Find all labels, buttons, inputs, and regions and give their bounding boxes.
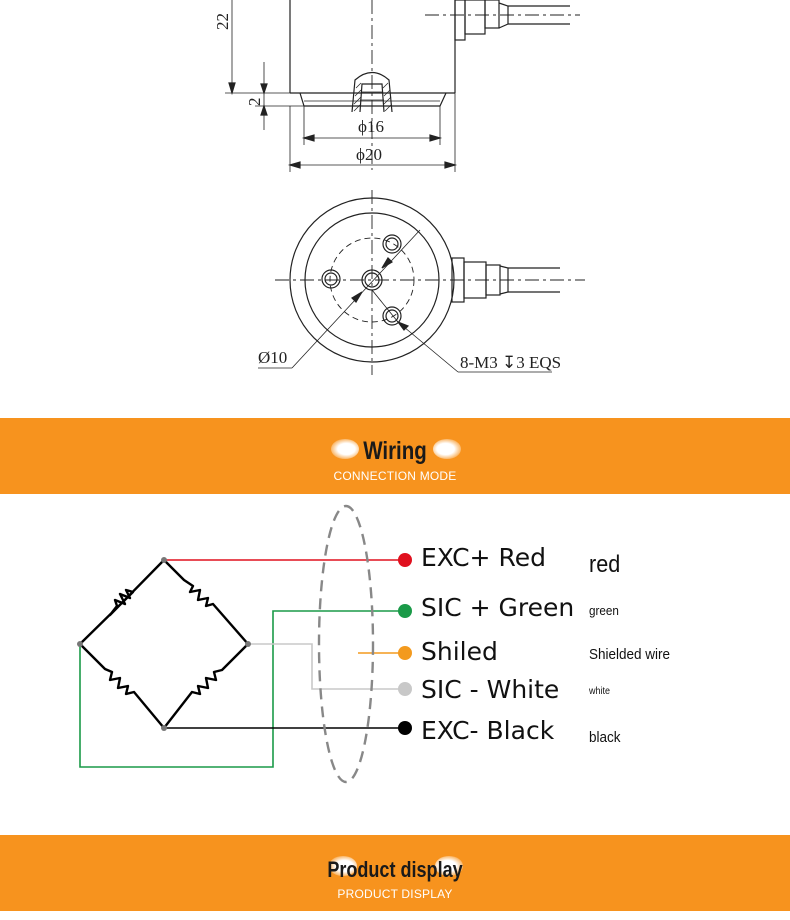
wiring-diagram bbox=[0, 494, 790, 838]
product-banner: Product display PRODUCT DISPLAY bbox=[0, 835, 790, 911]
wire-label-white: SIC - White bbox=[421, 675, 560, 704]
wiring-title: Wiring bbox=[363, 437, 427, 465]
wiring-banner: Wiring CONNECTION MODE bbox=[0, 418, 790, 494]
petal-left-icon bbox=[329, 856, 357, 876]
wire-note-shield: Shielded wire bbox=[589, 646, 671, 663]
dim-height-22: 22 bbox=[213, 13, 232, 30]
terminal-black bbox=[398, 721, 412, 735]
dim-dia-10: Ø10 bbox=[258, 348, 287, 367]
wire-note-red: red bbox=[589, 551, 621, 578]
petal-left-icon bbox=[331, 439, 359, 459]
terminal-green bbox=[398, 604, 412, 618]
terminal-red bbox=[398, 553, 412, 567]
wire-note-white: white bbox=[589, 686, 611, 697]
wire-note-green: green bbox=[589, 603, 619, 618]
wire-white bbox=[248, 643, 405, 690]
wiring-subtitle: CONNECTION MODE bbox=[333, 469, 457, 483]
dim-dia-16: ϕ16 bbox=[358, 117, 384, 136]
terminal-white bbox=[398, 682, 412, 696]
terminal-shield bbox=[398, 646, 412, 660]
wire-label-shield: Shiled bbox=[421, 637, 498, 666]
product-title: Product display bbox=[327, 857, 463, 882]
wire-label-red: EXC+ Red bbox=[421, 543, 546, 572]
product-subtitle: PRODUCT DISPLAY bbox=[337, 887, 453, 901]
wire-label-black: EXC- Black bbox=[421, 716, 555, 745]
dim-thread: 8-M3 ↧3 EQS bbox=[460, 353, 561, 372]
wire-label-green: SIC + Green bbox=[421, 593, 575, 622]
wire-note-black: black bbox=[589, 729, 621, 746]
technical-drawing: 22 2 ϕ16 ϕ20 Ø10 8-M3 ↧3 EQS bbox=[0, 0, 790, 422]
cable-bundle-ellipse bbox=[317, 504, 375, 784]
wire-green bbox=[79, 610, 405, 768]
dim-dia-20: ϕ20 bbox=[356, 145, 382, 164]
dim-height-2: 2 bbox=[245, 98, 264, 107]
